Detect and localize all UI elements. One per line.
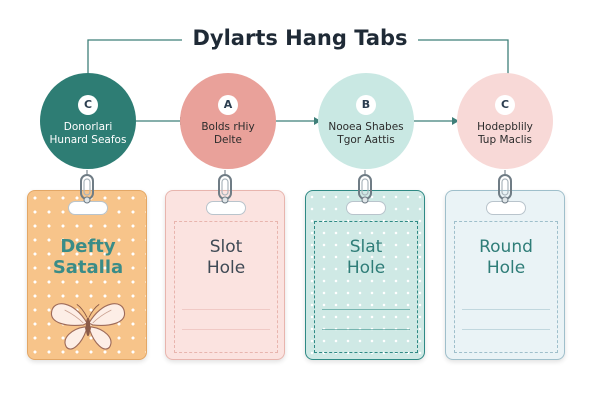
tag-label-line: Hole [486, 258, 526, 278]
tag-label-line: Hole [346, 258, 386, 278]
step-caption-line: Delte [213, 134, 243, 146]
writing-line [322, 329, 410, 330]
arrow-2-3-head [314, 117, 321, 125]
dashed-inner-border [314, 221, 418, 353]
writing-line [462, 329, 550, 330]
step-caption-line: Hunard Seafos [49, 134, 127, 146]
tag-label-line: Slot [209, 237, 243, 257]
metal-clip-icon [80, 170, 94, 204]
step-caption-line: Tup Maclis [477, 134, 533, 146]
metal-clip-icon [218, 170, 232, 204]
writing-line [182, 309, 270, 310]
dashed-inner-border [454, 221, 558, 353]
metal-clip-icon [498, 170, 512, 204]
tag-label-line: Slat [349, 237, 383, 257]
step-letter-badge: B [356, 95, 376, 115]
tag-label-line: Hole [206, 258, 246, 278]
step-caption-line: Bolds rHiy [201, 121, 255, 133]
writing-line [462, 309, 550, 310]
diagram-title-text: Dylarts Hang Tabs [182, 26, 418, 50]
diagram-title: Dylarts Hang Tabs [0, 26, 600, 50]
tag-label-line: Satalla [52, 257, 124, 278]
tag-label-line: Round [479, 237, 533, 257]
title-bracket-right [404, 39, 509, 78]
step-letter-badge: C [78, 95, 98, 115]
butterfly-icon [51, 303, 125, 350]
dashed-inner-border [174, 221, 278, 353]
step-caption-line: Nooea Shabes [328, 121, 404, 133]
step-letter-badge: A [218, 95, 238, 115]
step-caption-line: Donorlari [63, 121, 113, 133]
step-caption-line: Tgor Aattis [337, 134, 395, 146]
writing-line [182, 329, 270, 330]
tag-label-line: Defty [60, 236, 116, 257]
title-bracket-left [87, 39, 196, 78]
arrow-3-4-head [452, 117, 459, 125]
step-letter-badge: C [495, 95, 515, 115]
step-caption-line: Hodepblily [477, 121, 533, 133]
metal-clip-icon [358, 170, 372, 204]
writing-line [322, 309, 410, 310]
connector-lines [87, 39, 509, 125]
